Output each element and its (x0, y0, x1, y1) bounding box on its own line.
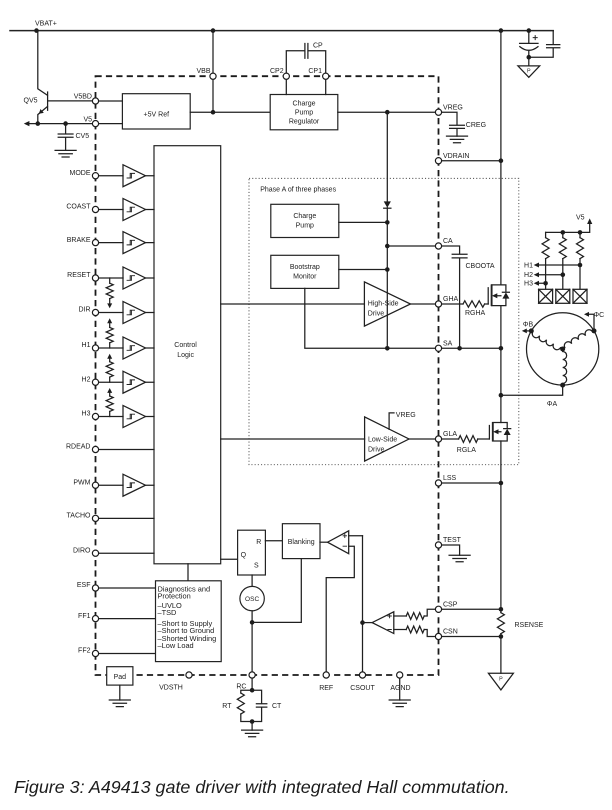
svg-text:V5: V5 (576, 214, 585, 221)
svg-text:BRAKE: BRAKE (67, 237, 91, 244)
svg-text:Drive: Drive (368, 447, 384, 454)
svg-text:DIR: DIR (78, 307, 90, 314)
svg-text:Logic: Logic (177, 352, 194, 359)
svg-text:FF1: FF1 (78, 613, 91, 620)
svg-text:RESET: RESET (67, 272, 91, 279)
svg-text:VDRAIN: VDRAIN (443, 153, 469, 160)
svg-text:H2: H2 (524, 272, 533, 279)
svg-text:VREG: VREG (396, 412, 416, 419)
svg-text:–Shorted Winding: –Shorted Winding (158, 634, 217, 643)
svg-text:RDEAD: RDEAD (66, 444, 91, 451)
svg-text:Control: Control (174, 342, 197, 349)
svg-text:VBAT+: VBAT+ (35, 21, 57, 28)
svg-text:Bootstrap: Bootstrap (290, 264, 320, 271)
svg-text:–Short to Supply: –Short to Supply (158, 619, 213, 628)
svg-text:–TSD: –TSD (158, 608, 177, 617)
svg-text:GHA: GHA (443, 296, 459, 303)
svg-text:VREG: VREG (443, 104, 463, 111)
svg-text:Protection: Protection (158, 592, 191, 601)
svg-text:H2: H2 (82, 376, 91, 383)
svg-text:COAST: COAST (66, 204, 91, 211)
svg-text:Pump: Pump (295, 110, 313, 117)
svg-text:RSENSE: RSENSE (515, 622, 544, 629)
svg-text:H1: H1 (82, 342, 91, 349)
svg-text:H3: H3 (524, 281, 533, 288)
svg-text:ESF: ESF (77, 582, 91, 589)
svg-text:V5BD: V5BD (74, 94, 92, 101)
svg-text:TEST: TEST (443, 537, 462, 544)
svg-text:ΦC: ΦC (594, 312, 605, 319)
svg-text:V5: V5 (83, 116, 92, 123)
svg-text:RGHA: RGHA (465, 310, 486, 317)
svg-text:REF: REF (319, 685, 333, 692)
svg-text:MODE: MODE (70, 170, 91, 177)
svg-text:+5V Ref: +5V Ref (144, 112, 170, 119)
svg-text:Q: Q (241, 552, 247, 559)
svg-text:Figure 3: A49413 gate driver w: Figure 3: A49413 gate driver with integr… (14, 777, 510, 797)
svg-text:VDSTH: VDSTH (159, 685, 183, 692)
svg-text:Charge: Charge (293, 101, 316, 108)
svg-text:TACHO: TACHO (67, 513, 92, 520)
svg-text:Blanking: Blanking (288, 539, 315, 546)
svg-text:Drive: Drive (368, 311, 384, 318)
svg-text:P: P (499, 676, 503, 682)
svg-text:S: S (254, 563, 259, 570)
svg-text:Pad: Pad (114, 674, 127, 681)
svg-text:High-Side: High-Side (368, 301, 399, 308)
svg-text:Regulator: Regulator (289, 119, 320, 126)
svg-text:DIRO: DIRO (73, 547, 91, 554)
svg-text:CSN: CSN (443, 629, 458, 636)
svg-text:–Short to Ground: –Short to Ground (158, 626, 215, 635)
svg-text:Charge: Charge (293, 213, 316, 220)
svg-text:ΦA: ΦA (547, 401, 558, 408)
svg-text:LSS: LSS (443, 475, 457, 482)
svg-text:CP: CP (313, 43, 323, 50)
svg-text:SA: SA (443, 341, 453, 348)
svg-text:CT: CT (272, 703, 282, 710)
svg-text:GLA: GLA (443, 431, 457, 438)
svg-text:FF2: FF2 (78, 648, 91, 655)
svg-text:CSOUT: CSOUT (350, 685, 375, 692)
svg-text:CBOOTA: CBOOTA (466, 263, 495, 270)
svg-text:CA: CA (443, 238, 453, 245)
svg-text:Phase A of three phases: Phase A of three phases (260, 186, 336, 193)
svg-text:R: R (256, 539, 261, 546)
svg-text:CSP: CSP (443, 602, 458, 609)
svg-text:H3: H3 (82, 411, 91, 418)
svg-text:CP2: CP2 (270, 68, 284, 75)
svg-text:Pump: Pump (296, 222, 314, 229)
svg-text:VBB: VBB (196, 68, 210, 75)
svg-text:OSC: OSC (245, 596, 259, 603)
svg-text:Monitor: Monitor (293, 273, 317, 280)
svg-text:RGLA: RGLA (457, 447, 476, 454)
svg-text:H1: H1 (524, 262, 533, 269)
svg-text:PWM: PWM (73, 479, 90, 486)
svg-text:Low-Side: Low-Side (368, 437, 397, 444)
svg-text:ΦB: ΦB (523, 321, 534, 328)
svg-text:RT: RT (222, 703, 232, 710)
svg-text:AGND: AGND (390, 685, 410, 692)
svg-text:QV5: QV5 (24, 98, 38, 105)
svg-text:–UVLO: –UVLO (158, 601, 182, 610)
svg-text:P: P (527, 69, 531, 75)
svg-text:Diagnostics and: Diagnostics and (158, 584, 211, 593)
svg-text:CREG: CREG (466, 122, 486, 129)
svg-text:CV5: CV5 (76, 133, 90, 140)
svg-text:RC: RC (236, 683, 246, 690)
svg-text:CP1: CP1 (308, 68, 322, 75)
svg-text:–Low Load: –Low Load (158, 641, 194, 650)
